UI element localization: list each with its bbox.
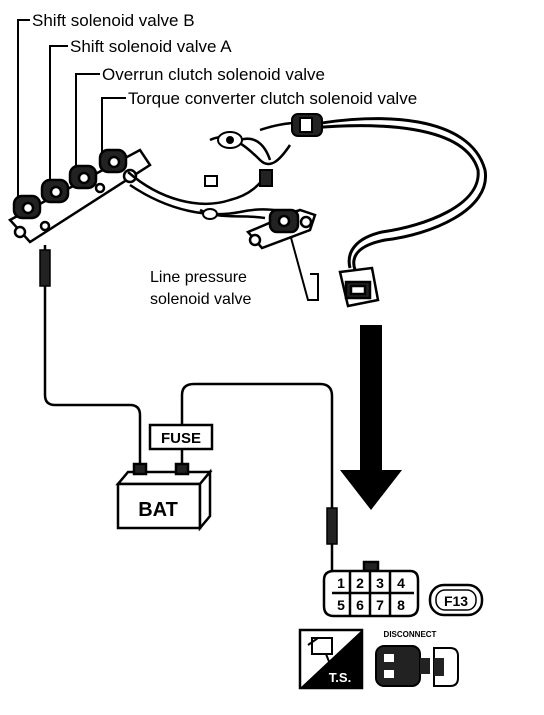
- pin-1: 1: [337, 575, 345, 591]
- label-shift-solenoid-a: Shift solenoid valve A: [70, 37, 232, 56]
- pin-5: 5: [337, 597, 345, 613]
- pin-8: 8: [397, 597, 405, 613]
- disconnect-label: DISCONNECT: [384, 630, 437, 639]
- leader-lines: [17, 19, 319, 301]
- probe-tip: [326, 507, 338, 545]
- label-line-pressure-1: Line pressure: [150, 269, 247, 286]
- label-torque-converter: Torque converter clutch solenoid valve: [128, 89, 417, 108]
- connector-code-badge: F13: [428, 583, 484, 617]
- fuse: FUSE: [148, 423, 214, 451]
- connector-code: F13: [444, 593, 468, 609]
- pin-4: 4: [397, 575, 405, 591]
- connector-pins: 1 2 3 4 5 6 7 8: [337, 575, 405, 613]
- ts-icon: T.S.: [298, 628, 364, 690]
- battery: BAT: [115, 462, 213, 532]
- pin-2: 2: [356, 575, 364, 591]
- disconnect-icon: DISCONNECT: [375, 630, 459, 687]
- solenoid-valve-body: [7, 148, 152, 244]
- label-line-pressure-2: solenoid valve: [150, 291, 252, 308]
- label-shift-solenoid-b: Shift solenoid valve B: [32, 11, 195, 30]
- label-overrun-clutch: Overrun clutch solenoid valve: [102, 65, 325, 84]
- fuse-label: FUSE: [161, 430, 201, 447]
- battery-label: BAT: [138, 499, 178, 521]
- pin-6: 6: [356, 597, 364, 613]
- harness-connector: [338, 266, 380, 308]
- line-pressure-solenoid: [245, 208, 317, 250]
- pin-3: 3: [376, 575, 384, 591]
- pin-7: 7: [376, 597, 384, 613]
- pointer-arrow: [340, 325, 402, 510]
- circuit-wires: [43, 245, 334, 570]
- ts-label: T.S.: [329, 670, 351, 685]
- harness: [127, 117, 487, 271]
- lead-terminal: [39, 249, 51, 287]
- harness-details: [202, 113, 323, 220]
- test-connector: [322, 560, 420, 618]
